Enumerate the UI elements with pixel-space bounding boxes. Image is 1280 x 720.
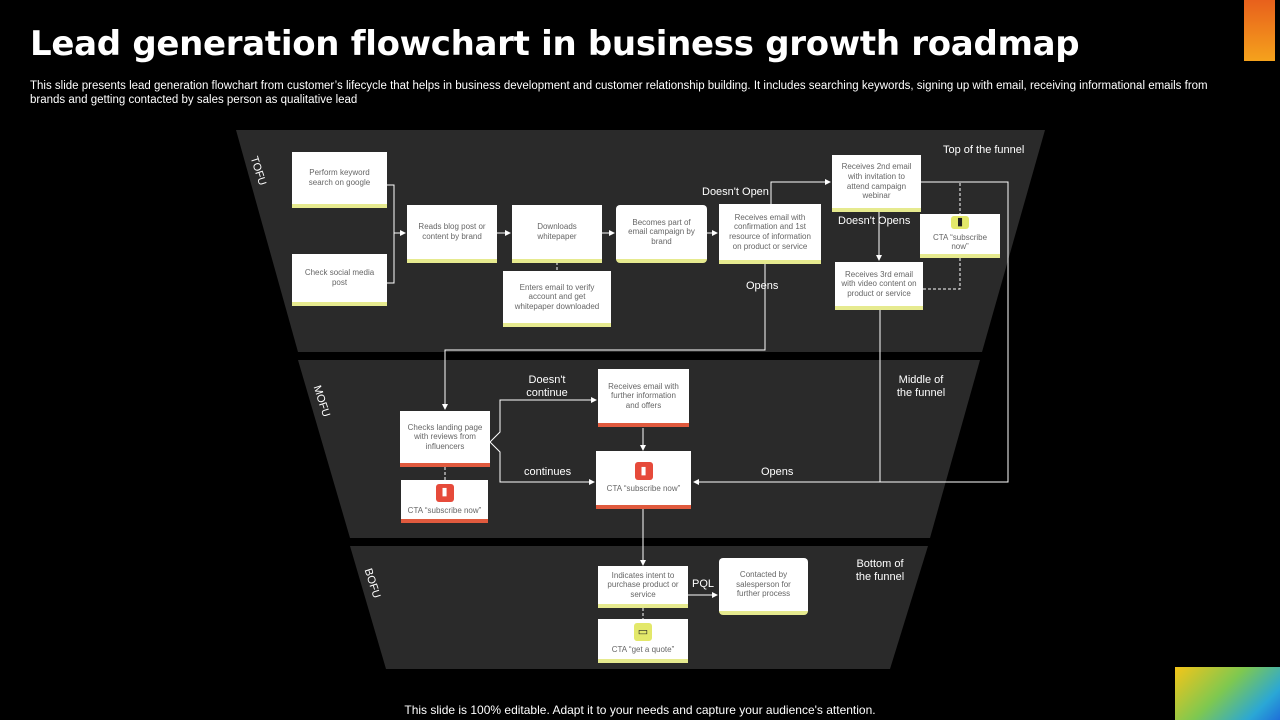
node-landing-page: Checks landing page with reviews from in… xyxy=(400,411,490,467)
stage-caption-bottom: Bottom of the funnel xyxy=(855,558,905,583)
phone-icon: ▮ xyxy=(435,483,454,502)
edge-label-doesnt-open: Doesn't Open xyxy=(702,186,769,198)
connector-landing-further xyxy=(489,397,597,443)
node-social-media: Check social media post xyxy=(292,254,387,306)
node-email-campaign: Becomes part of email campaign by brand xyxy=(616,205,707,263)
node-third-email: Receives 3rd email with video content on… xyxy=(835,262,923,310)
cta-subscribe-middle-label: CTA “subscribe now” xyxy=(606,484,681,494)
edge-label-opens-middle: Opens xyxy=(761,466,794,478)
connector-confirm-landing xyxy=(442,264,766,410)
phone-icon: ▮ xyxy=(951,216,969,229)
cta-get-quote[interactable]: ▭ CTA “get a quote” xyxy=(598,619,688,663)
connector-confirm-second xyxy=(770,179,831,204)
connector-social-blog xyxy=(387,233,395,284)
page-title: Lead generation flowchart in business gr… xyxy=(30,24,1080,64)
edge-label-continues: continues xyxy=(524,466,572,478)
decorative-corner-top xyxy=(1244,0,1275,61)
page-subtitle: This slide presents lead generation flow… xyxy=(30,80,1208,106)
edge-label-doesnt-opens: Doesn't Opens xyxy=(838,215,911,227)
node-confirmation-email: Receives email with confirmation and 1st… xyxy=(719,204,821,264)
node-keyword-search: Perform keyword search on google xyxy=(292,152,387,208)
decorative-corner-bottom xyxy=(1175,667,1280,720)
edge-label-opens-top: Opens xyxy=(746,280,779,292)
edge-label-doesnt-continue: Doesn't continue xyxy=(526,374,568,399)
cta-subscribe-middle[interactable]: ▮ CTA “subscribe now” xyxy=(596,451,691,509)
node-purchase-intent: Indicates intent to purchase product or … xyxy=(598,566,688,608)
cta-subscribe-landing[interactable]: ▮ CTA “subscribe now” xyxy=(401,480,488,523)
node-contacted-salesperson: Contacted by salesperson for further pro… xyxy=(719,558,808,615)
node-verify-email: Enters email to verify account and get w… xyxy=(503,271,611,327)
cta-subscribe-top-label: CTA “subscribe now” xyxy=(932,232,988,252)
cta-subscribe-top[interactable]: ▮ CTA “subscribe now” xyxy=(920,214,1000,258)
edge-label-pql: PQL xyxy=(692,578,715,590)
node-further-information: Receives email with further information … xyxy=(598,369,689,427)
phone-icon: ▮ xyxy=(634,462,653,481)
stage-caption-middle: Middle of the funnel xyxy=(896,374,946,399)
cta-subscribe-landing-label: CTA “subscribe now” xyxy=(407,505,482,515)
cta-get-quote-label: CTA “get a quote” xyxy=(611,645,675,655)
node-whitepaper: Downloads whitepaper xyxy=(512,205,602,263)
footer-note: This slide is 100% editable. Adapt it to… xyxy=(404,703,876,717)
connector-second-loop xyxy=(693,181,1009,485)
node-second-email: Receives 2nd email with invitation to at… xyxy=(832,155,921,212)
ticket-icon: ▭ xyxy=(634,623,652,642)
stage-caption-top: Top of the funnel xyxy=(943,144,1025,156)
connector-landing-middle xyxy=(489,441,595,485)
connector-keyword-blog xyxy=(387,184,395,233)
node-blog-post: Reads blog post or content by brand xyxy=(407,205,497,263)
connector-third-cta xyxy=(923,258,961,290)
